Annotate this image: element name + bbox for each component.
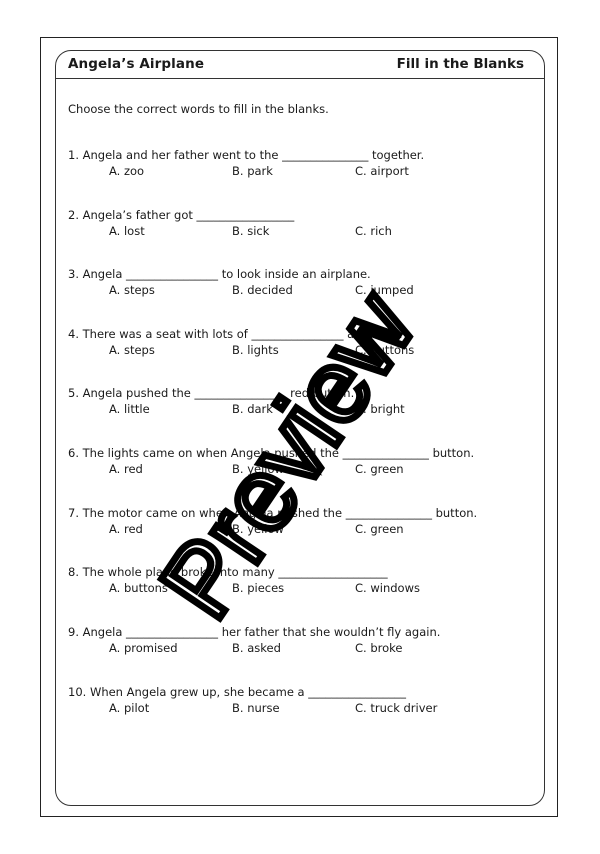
option-c: C. windows (355, 581, 420, 595)
question-text: 2. Angela’s father got _________________ (68, 208, 295, 222)
option-c: C. broke (355, 641, 403, 655)
option-a: A. buttons (109, 581, 168, 595)
option-c: C. bright (355, 402, 405, 416)
question-text: 1. Angela and her father went to the ___… (68, 148, 425, 162)
option-a: A. red (109, 462, 143, 476)
question-text: 7. The motor came on when Angela pushed … (68, 506, 478, 520)
option-b: B. decided (232, 283, 293, 297)
question-text: 4. There was a seat with lots of _______… (68, 327, 403, 341)
question-4: 4. There was a seat with lots of _______… (68, 327, 414, 357)
page-border (40, 37, 558, 817)
question-text: 5. Angela pushed the ________________ re… (68, 386, 355, 400)
option-a: A. pilot (109, 701, 150, 715)
option-a: A. promised (109, 641, 178, 655)
option-c: C. green (355, 522, 404, 536)
question-3: 3. Angela ________________ to look insid… (68, 267, 414, 297)
option-a: A. steps (109, 343, 155, 357)
option-b: B. lights (232, 343, 279, 357)
question-text: 9. Angela ________________ her father th… (68, 625, 441, 639)
option-b: B. yellow (232, 462, 284, 476)
option-a: A. red (109, 522, 143, 536)
option-c: C. jumped (355, 283, 414, 297)
instructions: Choose the correct words to fill in the … (68, 102, 329, 116)
question-10: 10. When Angela grew up, she became a __… (68, 685, 437, 715)
option-c: C. buttons (355, 343, 415, 357)
option-b: B. asked (232, 641, 281, 655)
worksheet-title: Angela’s Airplane (68, 56, 205, 72)
question-2: 2. Angela’s father got _________________… (68, 208, 392, 238)
question-text: 10. When Angela grew up, she became a __… (68, 685, 407, 699)
option-c: C. rich (355, 224, 392, 238)
question-text: 6. The lights came on when Angela pushed… (68, 446, 475, 460)
option-b: B. nurse (232, 701, 280, 715)
option-c: C. truck driver (355, 701, 438, 715)
option-a: A. steps (109, 283, 155, 297)
option-b: B. pieces (232, 581, 285, 595)
question-8: 8. The whole plane broke into many _____… (68, 565, 420, 595)
question-9: 9. Angela ________________ her father th… (68, 625, 441, 655)
option-b: B. yellow (232, 522, 284, 536)
worksheet-type: Fill in the Blanks (396, 56, 524, 72)
option-c: C. airport (355, 164, 409, 178)
option-a: A. lost (109, 224, 145, 238)
question-6: 6. The lights came on when Angela pushed… (68, 446, 475, 476)
question-7: 7. The motor came on when Angela pushed … (68, 506, 478, 536)
option-a: A. zoo (109, 164, 145, 178)
option-a: A. little (109, 402, 150, 416)
option-b: B. dark (232, 402, 273, 416)
question-text: 8. The whole plane broke into many _____… (68, 565, 388, 579)
option-b: B. sick (232, 224, 270, 238)
option-b: B. park (232, 164, 273, 178)
question-1: 1. Angela and her father went to the ___… (68, 148, 425, 178)
worksheet-frame (55, 50, 545, 806)
option-c: C. green (355, 462, 404, 476)
header-divider (56, 78, 544, 79)
question-5: 5. Angela pushed the ________________ re… (68, 386, 405, 416)
question-text: 3. Angela ________________ to look insid… (68, 267, 371, 281)
